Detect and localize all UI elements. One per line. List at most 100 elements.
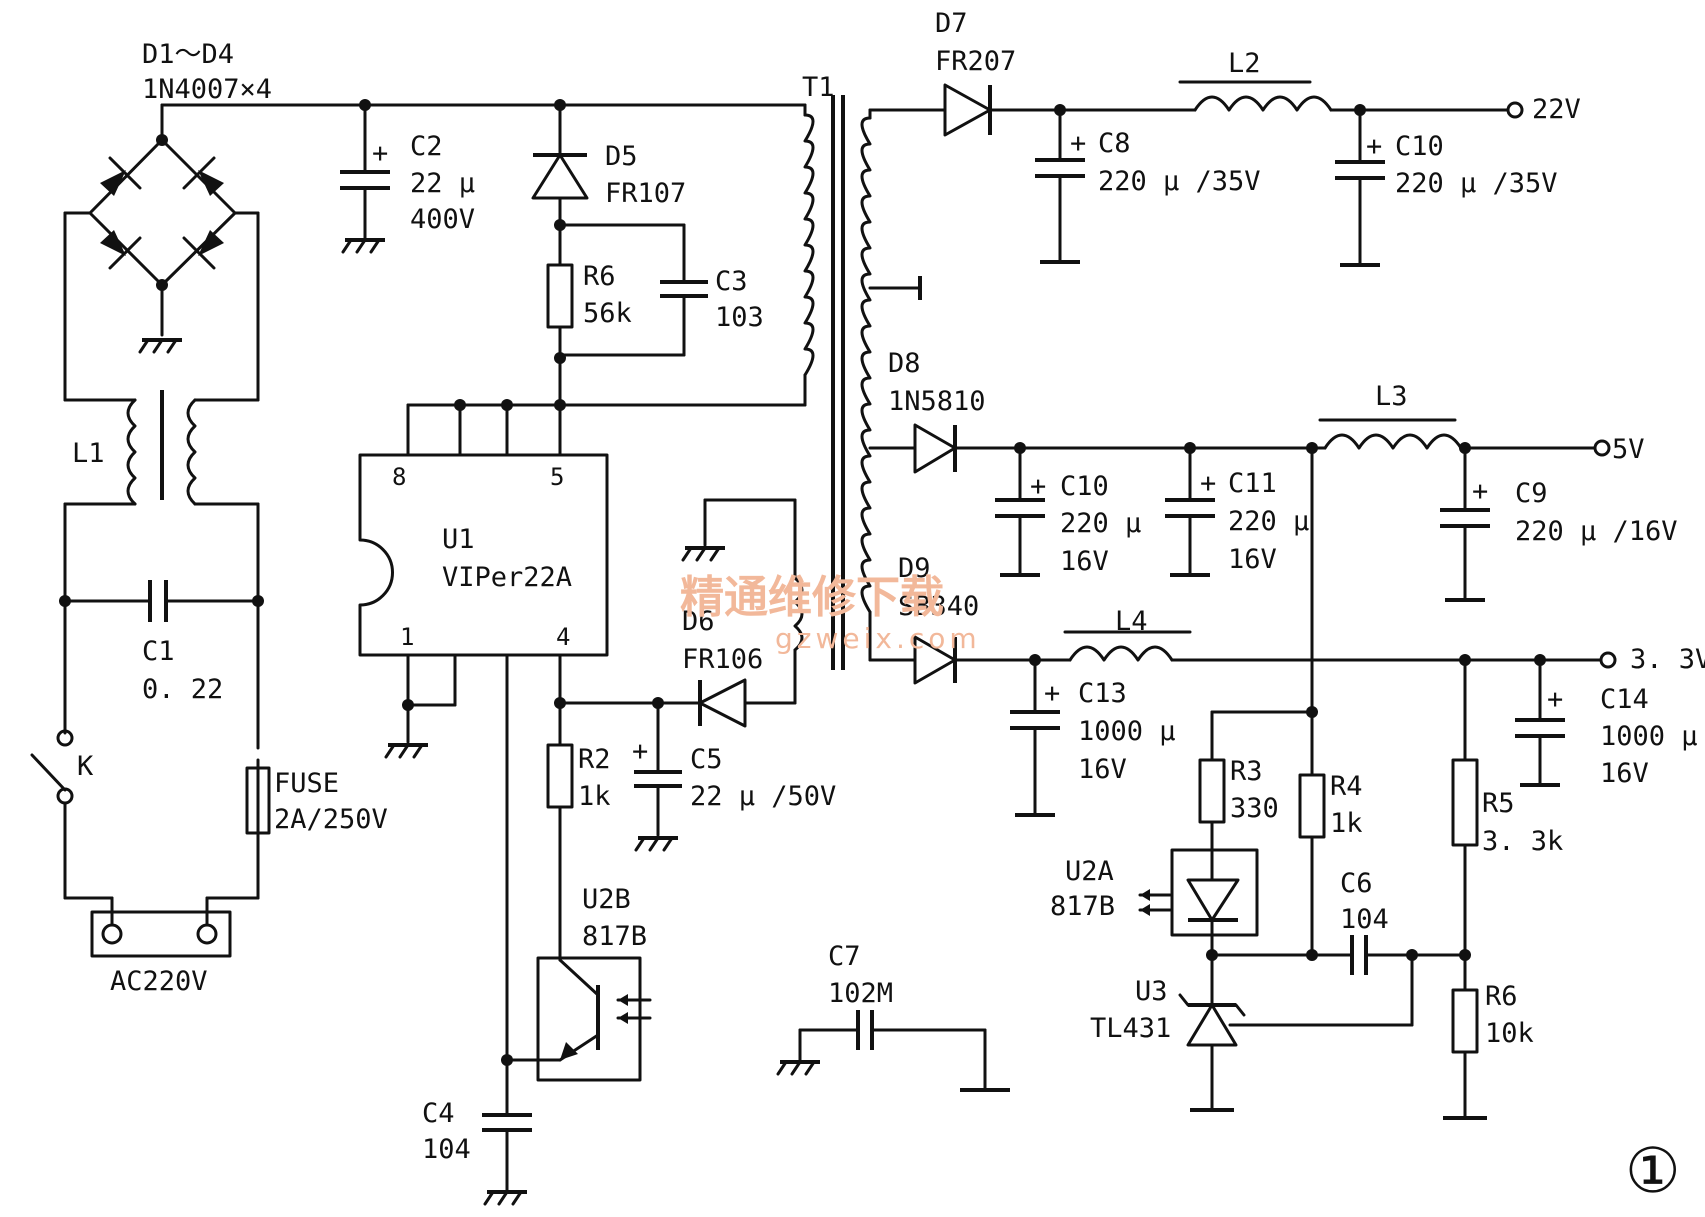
c9-value: 220 μ /16V bbox=[1515, 516, 1678, 547]
u1-pin1: 1 bbox=[400, 623, 414, 651]
c10b-rating: 16V bbox=[1060, 546, 1109, 577]
l1-ref: L1 bbox=[72, 438, 105, 469]
c5-ref: C5 bbox=[690, 744, 723, 775]
output-5v: D8 1N5810 + C10 220 μ 16V + C11 220 μ 16… bbox=[888, 348, 1678, 602]
u1-value: VIPer22A bbox=[442, 562, 572, 593]
d8-value: 1N5810 bbox=[888, 386, 986, 417]
r5-ref: R5 bbox=[1482, 788, 1515, 819]
c2-value: 22 μ bbox=[410, 168, 475, 199]
d9-value: SB340 bbox=[898, 591, 979, 622]
c10a-plus: + bbox=[1366, 131, 1382, 162]
c1-capacitor: C1 0. 22 bbox=[59, 502, 264, 750]
c9-ref: C9 bbox=[1515, 478, 1548, 509]
c2-plus: + bbox=[372, 138, 388, 169]
u1-pin4: 4 bbox=[556, 623, 570, 651]
input-section: D1～D4 1N4007×4 L1 C1 0. 2 bbox=[30, 39, 388, 997]
c2-ref: C2 bbox=[410, 131, 443, 162]
c4-ref: C4 bbox=[422, 1098, 455, 1129]
u2a-ref: U2A bbox=[1065, 856, 1114, 887]
l4-ref: L4 bbox=[1115, 606, 1148, 637]
r6-value: 56k bbox=[583, 298, 632, 329]
d8-ref: D8 bbox=[888, 348, 921, 379]
d6-ref: D6 bbox=[682, 606, 715, 637]
output-22v: + C8 220 μ /35V D7 FR207 L2 + C10 220 μ … bbox=[935, 8, 1581, 267]
output-3v3: D9 SB340 + C13 1000 μ 16V L4 + C14 1000 … bbox=[898, 553, 1705, 817]
u1-pin8: 8 bbox=[392, 463, 406, 491]
switch-k: K bbox=[30, 729, 94, 900]
mains-label: AC220V bbox=[110, 966, 208, 997]
c9-plus: + bbox=[1472, 476, 1488, 507]
u2b-ref: U2B bbox=[582, 884, 631, 915]
c10a-ref: C10 bbox=[1395, 131, 1444, 162]
c14-plus: + bbox=[1547, 684, 1563, 715]
bridge-value: 1N4007×4 bbox=[142, 74, 272, 105]
c5-value: 22 μ /50V bbox=[690, 781, 836, 812]
r5-value: 3. 3k bbox=[1482, 826, 1563, 857]
bridge-ref: D1～D4 bbox=[142, 39, 234, 70]
c10a-value: 220 μ /35V bbox=[1395, 168, 1558, 199]
r6b-value: 10k bbox=[1485, 1018, 1534, 1049]
c3-value: 103 bbox=[715, 302, 764, 333]
c6-ref: C6 bbox=[1340, 868, 1373, 899]
c1-value: 0. 22 bbox=[142, 674, 223, 705]
c5-plus: + bbox=[632, 736, 648, 767]
c11-ref: C11 bbox=[1228, 468, 1277, 499]
c4-capacitor: C4 104 bbox=[422, 1058, 532, 1206]
r6b-ref: R6 bbox=[1485, 981, 1518, 1012]
d5-value: FR107 bbox=[605, 178, 686, 209]
r3-value: 330 bbox=[1230, 793, 1279, 824]
c8-plus: + bbox=[1070, 128, 1086, 159]
u2b-value: 817B bbox=[582, 921, 647, 952]
c6-value: 104 bbox=[1340, 904, 1389, 935]
c5-capacitor: + C5 22 μ /50V bbox=[632, 701, 836, 852]
switch-ref: K bbox=[77, 751, 94, 782]
out-3v3: 3. 3V bbox=[1630, 644, 1705, 675]
c2-rating: 400V bbox=[410, 204, 475, 235]
c11-rating: 16V bbox=[1228, 544, 1277, 575]
figure-number: ① bbox=[1625, 1134, 1681, 1207]
u2a-value: 817B bbox=[1050, 891, 1115, 922]
c1-ref: C1 bbox=[142, 636, 175, 667]
bridge-rectifier: D1～D4 1N4007×4 bbox=[63, 39, 367, 354]
c14-rating: 16V bbox=[1600, 758, 1649, 789]
out-22v: 22V bbox=[1532, 94, 1581, 125]
c13-rating: 16V bbox=[1078, 754, 1127, 785]
c13-value: 1000 μ bbox=[1078, 716, 1176, 747]
r2-resistor: R2 1k bbox=[546, 743, 611, 962]
d7-ref: D7 bbox=[935, 8, 968, 39]
fuse: FUSE 2A/250V bbox=[245, 758, 388, 900]
d5-ref: D5 bbox=[605, 141, 638, 172]
r2-value: 1k bbox=[578, 781, 611, 812]
r3-ref: R3 bbox=[1230, 756, 1263, 787]
primary-section: + C2 22 μ 400V D5 FR107 R6 56k C3 bbox=[340, 99, 1010, 1206]
u2b-optocoupler: U2B 817B bbox=[505, 884, 652, 1082]
out-5v: 5V bbox=[1612, 434, 1645, 465]
c14-ref: C14 bbox=[1600, 684, 1649, 715]
d9-ref: D9 bbox=[898, 553, 931, 584]
c3-ref: C3 bbox=[715, 266, 748, 297]
c7-value: 102M bbox=[828, 978, 893, 1009]
t1-transformer: T1 bbox=[802, 72, 947, 670]
c4-value: 104 bbox=[422, 1134, 471, 1165]
c8-ref: C8 bbox=[1098, 128, 1131, 159]
r4-value: 1k bbox=[1330, 808, 1363, 839]
d6-aux-winding: D6 FR106 bbox=[681, 498, 804, 728]
u1-viper22a: 8 5 1 4 U1 VIPer22A bbox=[358, 453, 609, 657]
mains-plug: AC220V bbox=[63, 896, 260, 997]
c7-ref: C7 bbox=[828, 941, 861, 972]
c13-ref: C13 bbox=[1078, 678, 1127, 709]
d5-clamp: D5 FR107 R6 56k C3 103 bbox=[531, 103, 764, 407]
c7-capacitor: C7 102M bbox=[776, 941, 1010, 1092]
r6-ref: R6 bbox=[583, 261, 616, 292]
fuse-ref: FUSE bbox=[274, 768, 339, 799]
l3-ref: L3 bbox=[1375, 381, 1408, 412]
c8-value: 220 μ /35V bbox=[1098, 166, 1261, 197]
c10b-value: 220 μ bbox=[1060, 508, 1141, 539]
c2-capacitor: + C2 22 μ 400V bbox=[340, 103, 475, 254]
u1-pin5: 5 bbox=[550, 463, 564, 491]
l2-ref: L2 bbox=[1228, 48, 1261, 79]
c11-plus: + bbox=[1200, 468, 1216, 499]
u3-value: TL431 bbox=[1090, 1013, 1171, 1044]
c10b-plus: + bbox=[1030, 471, 1046, 502]
